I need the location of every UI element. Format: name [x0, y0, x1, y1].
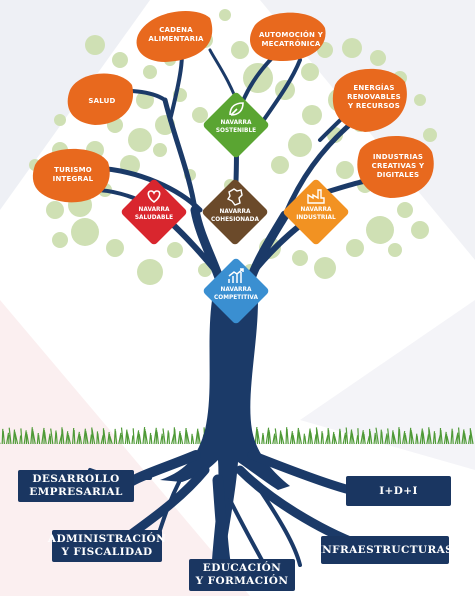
orange-leaves [32, 11, 434, 203]
leaf-automocion [250, 12, 326, 62]
diamond-saludable [121, 179, 187, 245]
leaf-label-salud: SALUD [88, 97, 116, 105]
factory-icon [307, 189, 325, 204]
root-box-infraestructuras: INFRAESTRUCTURAS [317, 536, 453, 564]
leaf-icon [229, 102, 244, 116]
diamond-cohesionada [202, 179, 268, 245]
leaf-salud [67, 73, 134, 125]
diamond-sostenible [203, 92, 269, 158]
leaf-cadena [136, 11, 213, 62]
leaf-turismo [32, 148, 110, 203]
diamond-tiles [121, 92, 349, 324]
diamond-industrial [283, 179, 349, 245]
growth-chart-icon [228, 268, 244, 283]
root-box-idi: I+D+I [346, 476, 451, 506]
navarra-map-icon [226, 188, 243, 206]
heart-icon [147, 190, 161, 203]
leaf-energias [332, 68, 407, 132]
leaf-industrias [357, 136, 434, 198]
diamond-competitiva [203, 258, 269, 324]
